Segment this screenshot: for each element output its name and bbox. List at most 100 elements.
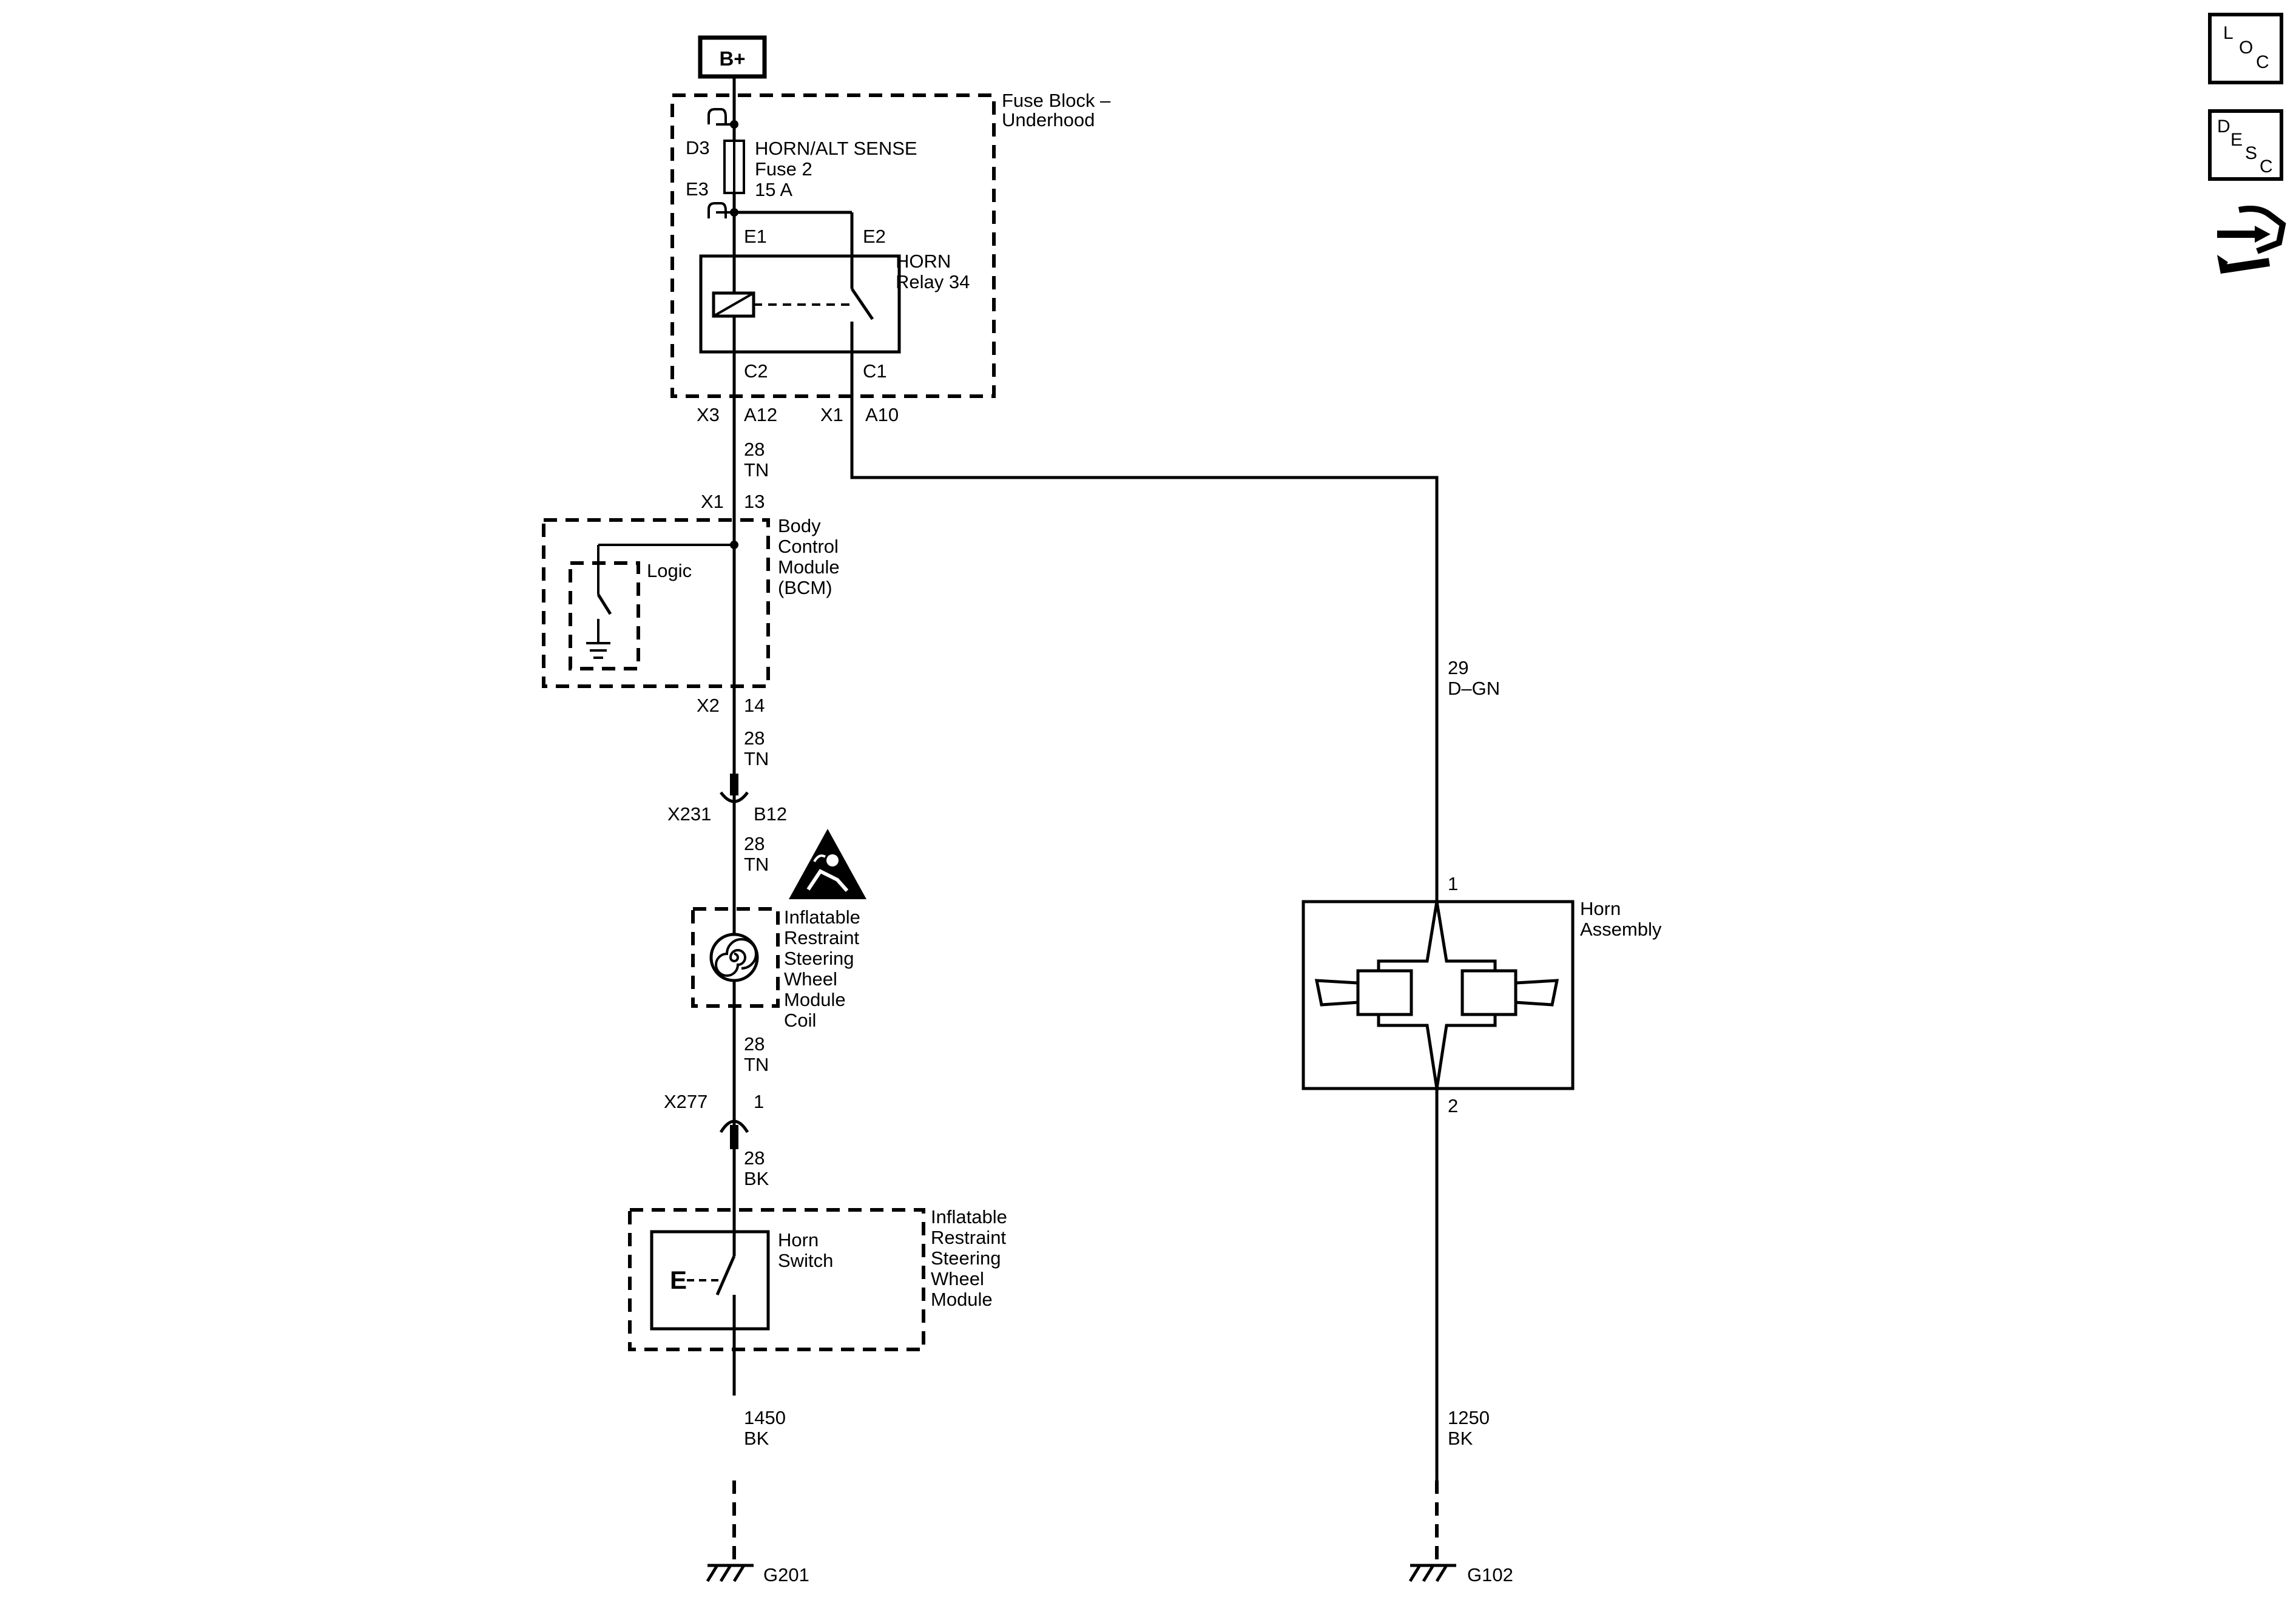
inline-pin-b12: B12 — [754, 803, 787, 825]
bcm-ground-icon — [586, 642, 610, 659]
horn-pin-2: 2 — [1448, 1095, 1458, 1116]
horn-assembly-name-1: Horn — [1580, 898, 1621, 919]
horn-switch-actuator-icon: E — [670, 1266, 687, 1294]
steering-wheel-module-outline — [628, 1208, 925, 1351]
wire-2-color: TN — [744, 748, 769, 769]
inline-conn-x231: X231 — [667, 803, 711, 825]
bcm-pin-13: 13 — [744, 491, 765, 512]
wire-29-color: D–GN — [1448, 678, 1500, 699]
coil-label-2: Restraint — [784, 927, 859, 948]
horn-pin-1: 1 — [1448, 873, 1458, 894]
bcm-logic-outline — [569, 561, 640, 670]
fuse-number: Fuse 2 — [755, 158, 812, 180]
horn-feed-wire — [850, 396, 1439, 900]
fuse-block-title: Fuse Block – — [1002, 90, 1111, 111]
conn-x3: X3 — [697, 404, 720, 425]
coil-label-4: Wheel — [784, 968, 837, 990]
sw-module-label-4: Wheel — [931, 1268, 984, 1289]
coil-label-5: Module — [784, 989, 846, 1010]
wire-4-circuit: 28 — [744, 1033, 765, 1055]
bcm-name-4: (BCM) — [778, 577, 832, 598]
svg-text:O: O — [2239, 38, 2253, 58]
bcm-name-2: Control — [778, 536, 839, 557]
connector-tool-icon[interactable] — [2217, 206, 2286, 274]
inline-connector-x277-icon — [719, 1119, 749, 1149]
ground-label-g201: G201 — [763, 1564, 809, 1585]
sw-module-label-5: Module — [931, 1289, 993, 1310]
clockspring-coil-icon — [709, 933, 759, 982]
horn-assembly-name-2: Assembly — [1580, 919, 1662, 940]
wire-8-circuit: 1250 — [1448, 1407, 1490, 1428]
svg-text:C: C — [2256, 52, 2269, 72]
inline-conn-x277: X277 — [664, 1091, 707, 1112]
fuse-pin-e3: E3 — [686, 178, 709, 200]
connector-d3-icon — [707, 108, 738, 129]
wire-5-circuit: 28 — [744, 1147, 765, 1169]
desc-button[interactable]: D E S C — [2208, 109, 2283, 181]
inline-connector-x231-icon — [719, 774, 749, 803]
airbag-warning-icon — [789, 829, 866, 899]
steering-coil-outline — [691, 907, 780, 1008]
horn-switch-icon — [715, 1255, 736, 1296]
bcm-conn-x2: X2 — [697, 695, 720, 716]
fuse-rating: 15 A — [755, 179, 792, 200]
fuse-pin-d3: D3 — [686, 137, 710, 158]
ground-label-g102: G102 — [1467, 1564, 1513, 1585]
loc-button[interactable]: L O C — [2208, 13, 2283, 84]
bcm-conn-x1: X1 — [701, 491, 724, 512]
inline-pin-1: 1 — [754, 1091, 764, 1112]
coil-label-6: Coil — [784, 1010, 816, 1031]
bcm-logic-switch-icon — [596, 593, 612, 615]
bcm-logic-label: Logic — [647, 560, 692, 581]
horn-switch-label-1: Horn — [778, 1229, 819, 1251]
svg-text:L: L — [2223, 23, 2234, 43]
conn-x1: X1 — [820, 404, 843, 425]
wire-4-color: TN — [744, 1054, 769, 1075]
ground-g102-icon — [1408, 1564, 1456, 1582]
relay-pin-c2: C2 — [744, 360, 768, 382]
svg-text:S: S — [2245, 143, 2257, 163]
fuse-block-title-2: Underhood — [1002, 109, 1095, 130]
horn-relay-box — [699, 254, 901, 354]
wire-8-color: BK — [1448, 1428, 1473, 1449]
wire-1-color: TN — [744, 459, 769, 481]
relay-pin-e2: E2 — [863, 226, 886, 247]
conn-pin-a10: A10 — [865, 404, 899, 425]
connector-e3-icon — [707, 202, 738, 218]
coil-label-3: Steering — [784, 948, 854, 969]
sw-module-label-3: Steering — [931, 1247, 1001, 1269]
bcm-pin-14: 14 — [744, 695, 765, 716]
horn-switch-label-2: Switch — [778, 1250, 833, 1271]
horn-icon — [1314, 901, 1559, 1089]
conn-pin-a12: A12 — [744, 404, 777, 425]
horn-switch-box — [650, 1230, 770, 1331]
bcm-name-3: Module — [778, 556, 840, 578]
wire-3-color: TN — [744, 854, 769, 875]
svg-text:D: D — [2217, 116, 2230, 137]
wire-2-circuit: 28 — [744, 727, 765, 749]
relay-number: Relay 34 — [896, 271, 970, 292]
fuse-name: HORN/ALT SENSE — [755, 138, 917, 159]
relay-name: HORN — [896, 251, 951, 272]
fuse-block-outline — [670, 93, 996, 398]
wire-1-circuit: 28 — [744, 439, 765, 460]
sw-module-label-2: Restraint — [931, 1227, 1006, 1248]
bcm-outline — [542, 518, 770, 688]
svg-text:E: E — [2230, 130, 2243, 150]
svg-text:C: C — [2260, 157, 2273, 177]
ground-g201-icon — [706, 1564, 754, 1582]
wire-5-color: BK — [744, 1168, 769, 1189]
bcm-name-1: Body — [778, 515, 821, 536]
wire-6-color: BK — [744, 1428, 769, 1449]
relay-pin-e1: E1 — [744, 226, 767, 247]
relay-pin-c1: C1 — [863, 360, 887, 382]
wire-3-circuit: 28 — [744, 833, 765, 854]
relay-switch-icon — [850, 288, 874, 320]
wire-6-circuit: 1450 — [744, 1407, 786, 1428]
wire-29-circuit: 29 — [1448, 657, 1468, 678]
battery-positive-label: B+ — [698, 35, 767, 79]
coil-label-1: Inflatable — [784, 906, 860, 928]
svg-text:B+: B+ — [719, 47, 745, 70]
sw-module-label-1: Inflatable — [931, 1206, 1007, 1227]
